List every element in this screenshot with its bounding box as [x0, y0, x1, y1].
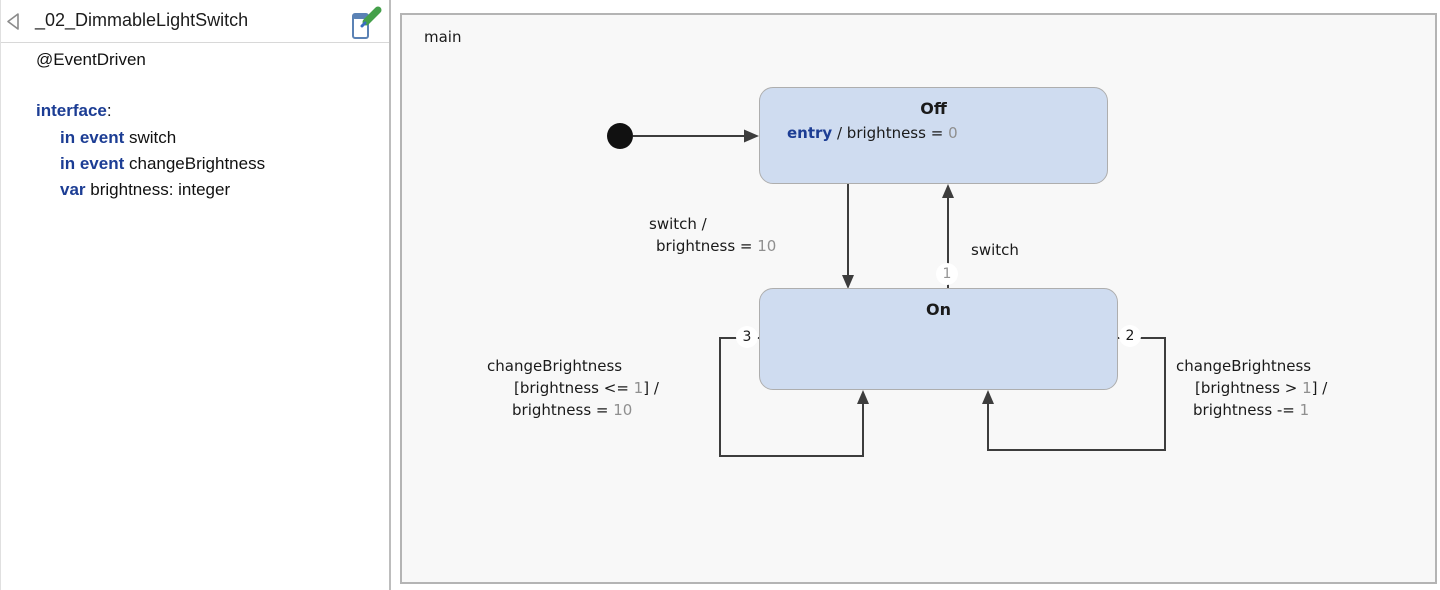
label-line: switch /: [649, 215, 707, 233]
state-off-title: Off: [920, 99, 947, 118]
collapse-panel-icon[interactable]: [4, 11, 24, 31]
entry-value: 0: [948, 124, 958, 142]
transition-label-off-to-on[interactable]: switch / brightness = 10: [649, 213, 776, 257]
label-line: brightness = 10: [512, 401, 633, 419]
state-off-entry-action: entry / brightness = 0: [787, 124, 958, 142]
transition-label-self-left[interactable]: changeBrightness [brightness <= 1] / bri…: [487, 355, 659, 421]
state-on-title: On: [926, 300, 951, 319]
state-off[interactable]: Off entry / brightness = 0: [759, 87, 1108, 184]
transition-label-self-right[interactable]: changeBrightness [brightness > 1] / brig…: [1176, 355, 1327, 421]
declaration-text: brightness: integer: [90, 180, 231, 199]
entry-text: / brightness =: [836, 124, 944, 142]
statechart-title: _02_DimmableLightSwitch: [35, 10, 249, 30]
region-label: main: [424, 28, 462, 46]
interface-colon: :: [106, 101, 112, 120]
priority-badge-2: 2: [1119, 325, 1141, 347]
definition-section-header: _02_DimmableLightSwitch: [1, 0, 389, 43]
declaration-change-brightness: in event changeBrightness: [60, 154, 265, 174]
declaration-text: switch: [128, 128, 177, 147]
definition-section-edit-icon[interactable]: [337, 5, 385, 43]
declaration-text: changeBrightness: [128, 154, 266, 173]
declaration-brightness-var: var brightness: integer: [60, 180, 230, 200]
state-on[interactable]: On: [759, 288, 1118, 390]
label-line: [brightness <= 1] /: [514, 379, 659, 397]
entry-keyword: entry: [787, 124, 833, 142]
interface-declaration: interface:: [36, 101, 112, 121]
label-line: [brightness > 1] /: [1195, 379, 1328, 397]
interface-keyword: interface: [36, 101, 107, 120]
transition-label-on-to-off[interactable]: switch: [971, 241, 1019, 259]
declaration-keyword: in event: [60, 128, 125, 147]
label-line: changeBrightness: [1176, 357, 1312, 375]
annotation-event-driven: @EventDriven: [36, 50, 146, 69]
label-line: brightness -= 1: [1193, 401, 1310, 419]
priority-badge-3: 3: [736, 326, 758, 348]
label-line: changeBrightness: [487, 357, 623, 375]
priority-badge-1: 1: [936, 263, 958, 285]
label-line: brightness = 10: [656, 237, 777, 255]
declaration-keyword: var: [60, 180, 86, 199]
definition-section-panel[interactable]: _02_DimmableLightSwitch @EventDriven int…: [0, 0, 391, 590]
declaration-switch: in event switch: [60, 128, 176, 148]
declaration-keyword: in event: [60, 154, 125, 173]
